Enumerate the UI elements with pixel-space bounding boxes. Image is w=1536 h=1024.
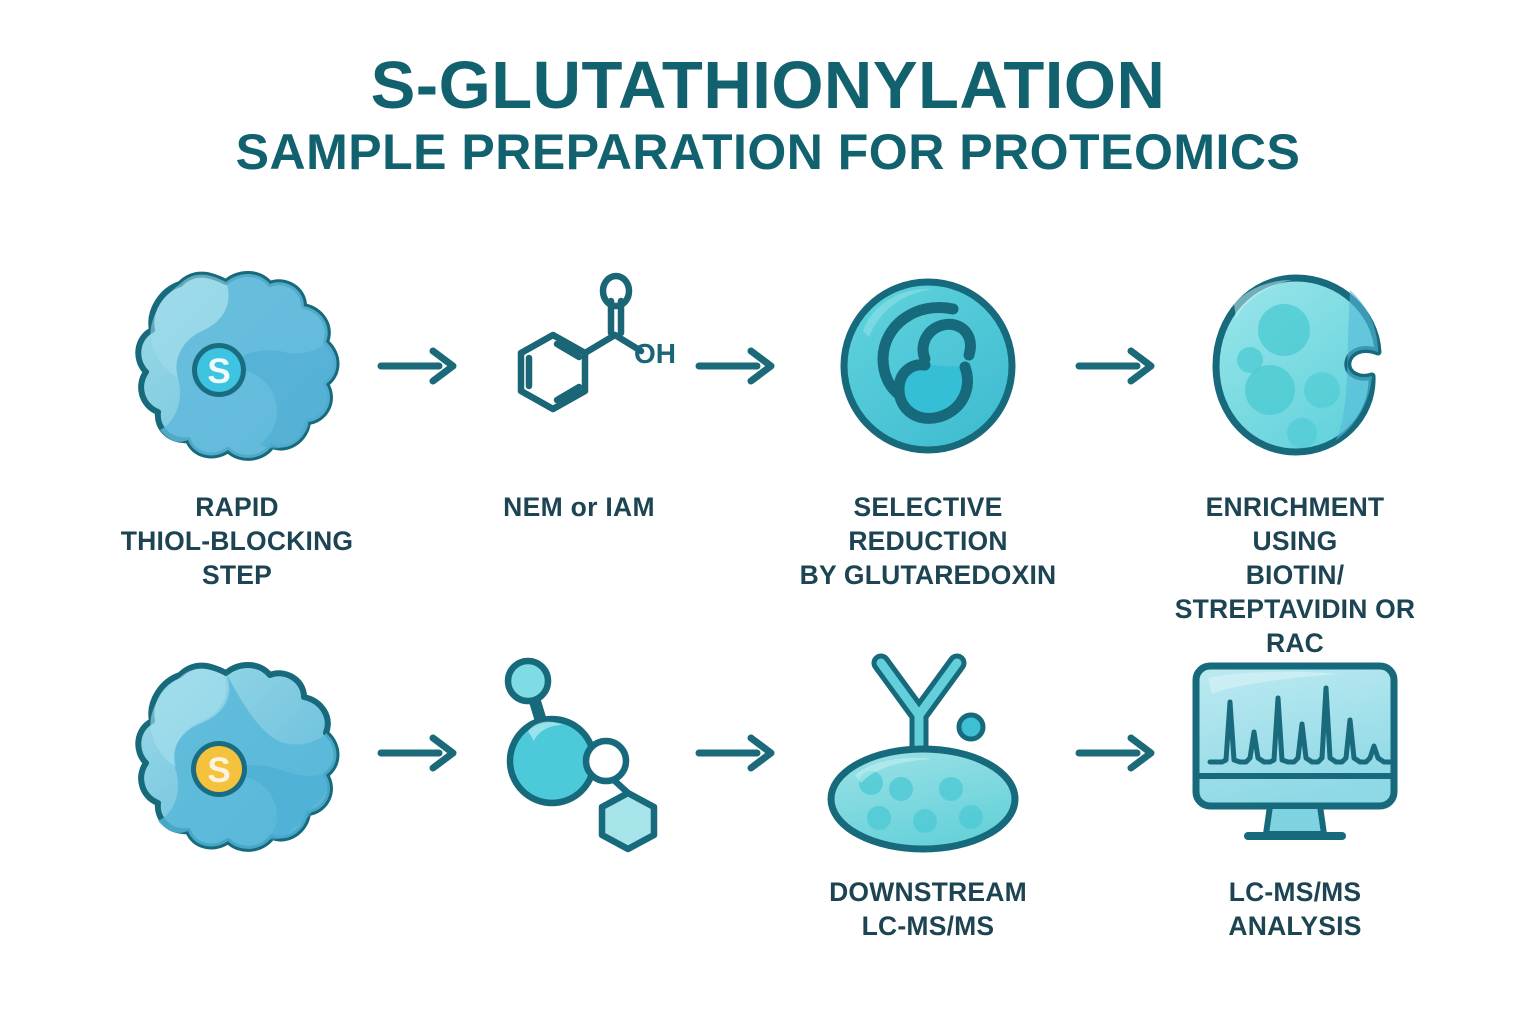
step-label-enrichment: ENRICHMENT USING BIOTIN/ STREPTAVIDIN OR… <box>1174 492 1416 658</box>
page-title: S-GLUTATHIONYLATION <box>370 48 1166 123</box>
icon-area <box>1188 648 1403 858</box>
arrow-2-area <box>686 258 790 473</box>
badge-letter: S <box>207 352 230 391</box>
benzoic-acid-molecule-icon: OH <box>517 272 676 412</box>
arrow-right-icon <box>695 347 775 384</box>
icon-area: S <box>118 258 356 473</box>
step-peptide-molecule[interactable] <box>472 648 686 858</box>
flow-row-2: S <box>106 648 1420 944</box>
monitor-spectrum-icon <box>1192 662 1397 840</box>
icon-area: OH <box>479 258 679 473</box>
step-downstream-lcmsms[interactable]: DOWNSTREAM LC-MS/MS <box>790 648 1066 944</box>
arrow-right-icon <box>695 734 775 772</box>
sulfur-badge: S <box>192 342 246 397</box>
step-label-rapid-thiol-blocking: RAPID THIOL-BLOCKING STEP <box>120 492 354 590</box>
step-label-lcmsms-analysis: LC-MS/MS ANALYSIS <box>1228 877 1362 941</box>
step-nem-or-iam[interactable]: OH NEM or IAM <box>472 258 686 525</box>
glutaredoxin-enzyme-icon <box>840 278 1016 453</box>
step-selective-reduction[interactable]: SELECTIVE REDUCTION BY GLUTAREDOXIN <box>790 258 1066 593</box>
arrow-3-area <box>1066 258 1170 473</box>
step-label-nem-or-iam: NEM or IAM <box>503 492 655 522</box>
icon-area <box>1200 258 1390 473</box>
arrow-right-icon <box>377 347 457 384</box>
arrow-4-area <box>368 648 472 858</box>
page-subtitle: SAMPLE PREPARATION FOR PROTEOMICS <box>235 124 1301 181</box>
affinity-bead-icon <box>1212 274 1382 456</box>
title-block: S-GLUTATHIONYLATION SAMPLE PREPARATION F… <box>0 48 1536 181</box>
icon-area <box>833 258 1023 473</box>
badge-letter: S <box>207 751 230 790</box>
arrow-right-icon <box>1075 734 1155 772</box>
step-labeled-cell[interactable]: S <box>106 648 368 858</box>
cell-blob-with-s-badge-icon: S <box>135 270 340 461</box>
arrow-6-area <box>1066 648 1170 858</box>
sulfur-badge-gold: S <box>191 740 247 797</box>
arrow-5-area <box>686 648 790 858</box>
arrow-1-area <box>368 258 472 473</box>
free-analyte-dot-icon <box>956 712 986 741</box>
step-label-selective-reduction: SELECTIVE REDUCTION BY GLUTAREDOXIN <box>799 492 1057 590</box>
icon-area <box>484 648 674 858</box>
flow-row-1: S RAPID THIOL-BLOCKING STEP <box>106 258 1420 661</box>
hydroxyl-label: OH <box>634 338 676 369</box>
arrow-right-icon <box>1075 347 1155 384</box>
antibody-capture-flask-icon <box>827 653 1019 852</box>
step-rapid-thiol-blocking[interactable]: S RAPID THIOL-BLOCKING STEP <box>106 258 368 593</box>
arrow-right-icon <box>377 734 457 772</box>
step-label-downstream-lcmsms: DOWNSTREAM LC-MS/MS <box>829 877 1027 941</box>
mass-spectrum-trace <box>1207 685 1392 765</box>
step-enrichment[interactable]: ENRICHMENT USING BIOTIN/ STREPTAVIDIN OR… <box>1170 258 1420 661</box>
peptide-molecule-icon <box>504 657 658 853</box>
icon-area: S <box>118 648 356 858</box>
step-lcmsms-analysis[interactable]: LC-MS/MS ANALYSIS <box>1170 648 1420 944</box>
icon-area <box>823 648 1033 858</box>
cell-blob-with-gold-s-badge-icon: S <box>135 661 340 852</box>
